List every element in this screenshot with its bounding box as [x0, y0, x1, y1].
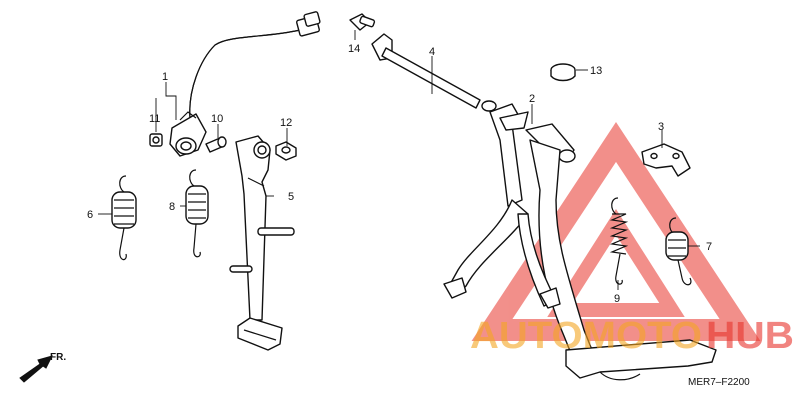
part-label-1: 1 [162, 71, 168, 83]
direction-marker: FR. [19, 352, 66, 383]
direction-label: FR. [50, 352, 66, 363]
part-12-nut [275, 141, 297, 161]
part-label-8: 8 [169, 201, 175, 213]
watermark-text: AUTOMOTO HUB [470, 315, 794, 357]
part-13-stopper-rubber [550, 63, 576, 82]
part-1-sidestand-switch [169, 11, 321, 157]
part-labels: 1 2 3 4 5 6 7 8 9 10 11 12 13 14 [87, 43, 712, 305]
part-label-10: 10 [211, 113, 223, 125]
watermark-text-hub: HUB [706, 315, 794, 357]
part-label-7: 7 [706, 241, 712, 253]
part-label-4: 4 [429, 46, 435, 58]
part-label-12: 12 [280, 117, 292, 129]
part-14-bolt [349, 13, 376, 31]
part-label-6: 6 [87, 209, 93, 221]
part-11-nut [149, 133, 163, 147]
part-label-11: 11 [149, 113, 160, 125]
part-label-9: 9 [614, 293, 620, 305]
part-3-bracket [641, 143, 691, 177]
leader-lines [98, 30, 700, 290]
diagram-code: MER7–F2200 [688, 377, 750, 388]
part-10-pin [205, 136, 227, 153]
part-5-side-stand [229, 135, 295, 351]
part-8-spring [185, 169, 209, 258]
part-label-13: 13 [590, 65, 602, 77]
watermark-text-automoto: AUTOMOTO [470, 315, 702, 357]
part-label-14: 14 [348, 43, 360, 55]
part-label-2: 2 [529, 93, 535, 105]
part-2-main-stand [443, 103, 717, 381]
part-label-5: 5 [288, 191, 294, 203]
part-6-spring [111, 175, 137, 261]
watermark-triangle-inner [547, 208, 685, 317]
part-label-3: 3 [658, 121, 664, 133]
front-arrow-icon [19, 355, 53, 383]
part-4-pivot-shaft [371, 33, 497, 112]
